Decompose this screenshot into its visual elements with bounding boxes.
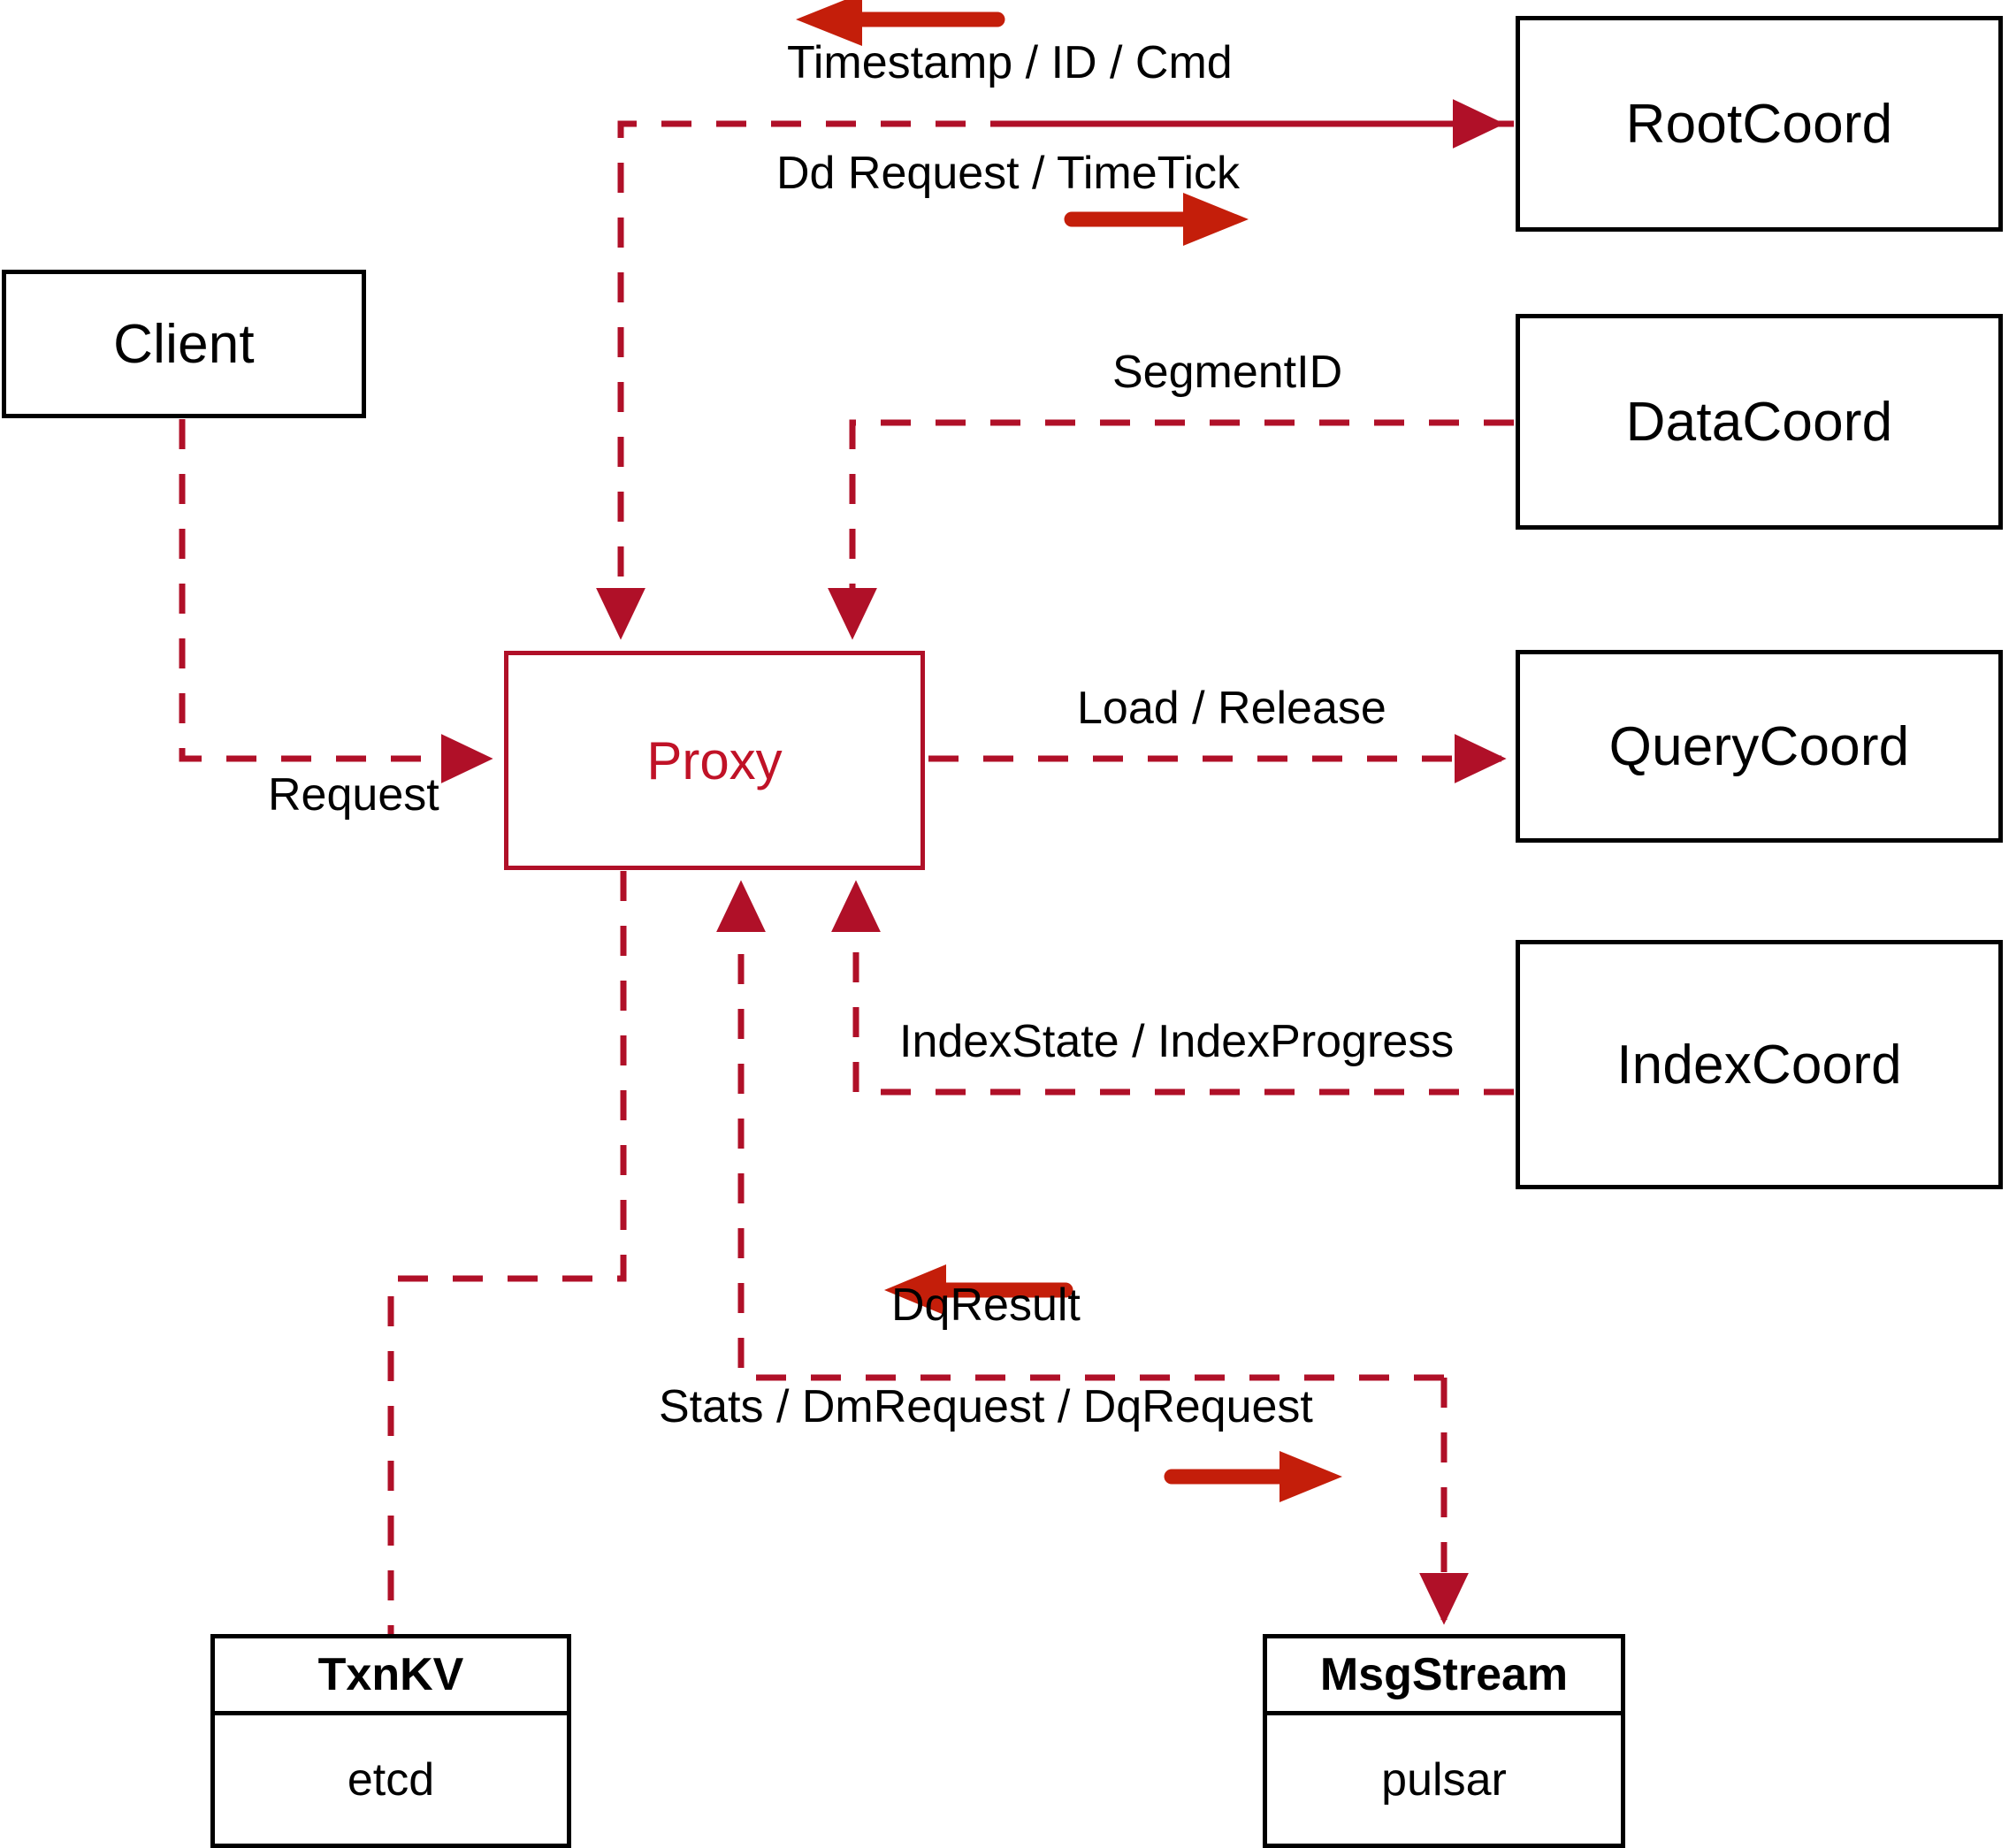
node-msgstream-impl: pulsar — [1381, 1753, 1507, 1806]
edge-msgstream-dqresult — [716, 880, 1444, 1381]
edge-label-load-release: Load / Release — [1077, 683, 1386, 734]
direction-arrow-ddrequest-right — [1064, 193, 1249, 246]
node-rootcoord[interactable]: RootCoord — [1516, 16, 2003, 232]
edge-indexcoord-to-proxy — [831, 880, 1514, 1096]
direction-arrow-timestamp-left — [796, 0, 1005, 46]
node-rootcoord-label: RootCoord — [1625, 93, 1893, 155]
edge-label-request: Request — [268, 769, 439, 821]
node-querycoord[interactable]: QueryCoord — [1516, 650, 2003, 843]
node-msgstream[interactable]: MsgStream pulsar — [1263, 1634, 1625, 1848]
edge-label-stats-dmrequest-dqrequest: Stats / DmRequest / DqRequest — [659, 1381, 1313, 1432]
edge-client-request — [179, 419, 493, 783]
node-proxy[interactable]: Proxy — [504, 651, 925, 870]
edge-label-dd-request-timetick: Dd Request / TimeTick — [776, 148, 1241, 199]
edge-datacoord-segmentid — [828, 419, 1514, 640]
node-indexcoord[interactable]: IndexCoord — [1516, 940, 2003, 1189]
edge-rootcoord-to-proxy — [596, 120, 1514, 640]
edge-label-segmentid: SegmentID — [1112, 347, 1343, 398]
node-client[interactable]: Client — [2, 270, 366, 418]
edge-label-indexstate-indexprogress: IndexState / IndexProgress — [899, 1016, 1455, 1067]
node-txnkv-title: TxnKV — [215, 1638, 567, 1715]
edge-label-dqresult: DqResult — [891, 1279, 1081, 1331]
node-datacoord-label: DataCoord — [1625, 391, 1893, 453]
node-proxy-label: Proxy — [646, 730, 783, 790]
node-datacoord[interactable]: DataCoord — [1516, 314, 2003, 530]
node-client-label: Client — [113, 313, 255, 375]
edge-proxy-to-txnkv — [387, 871, 627, 1634]
node-querycoord-label: QueryCoord — [1608, 715, 1910, 777]
edge-label-timestamp-id-cmd: Timestamp / ID / Cmd — [787, 37, 1233, 88]
direction-arrow-dqrequest-right — [1164, 1451, 1342, 1502]
direction-arrow-dqresult-left — [884, 1264, 1073, 1316]
node-txnkv-impl: etcd — [347, 1753, 435, 1806]
node-msgstream-title: MsgStream — [1267, 1638, 1621, 1715]
node-indexcoord-label: IndexCoord — [1616, 1034, 1902, 1096]
node-txnkv[interactable]: TxnKV etcd — [210, 1634, 571, 1848]
